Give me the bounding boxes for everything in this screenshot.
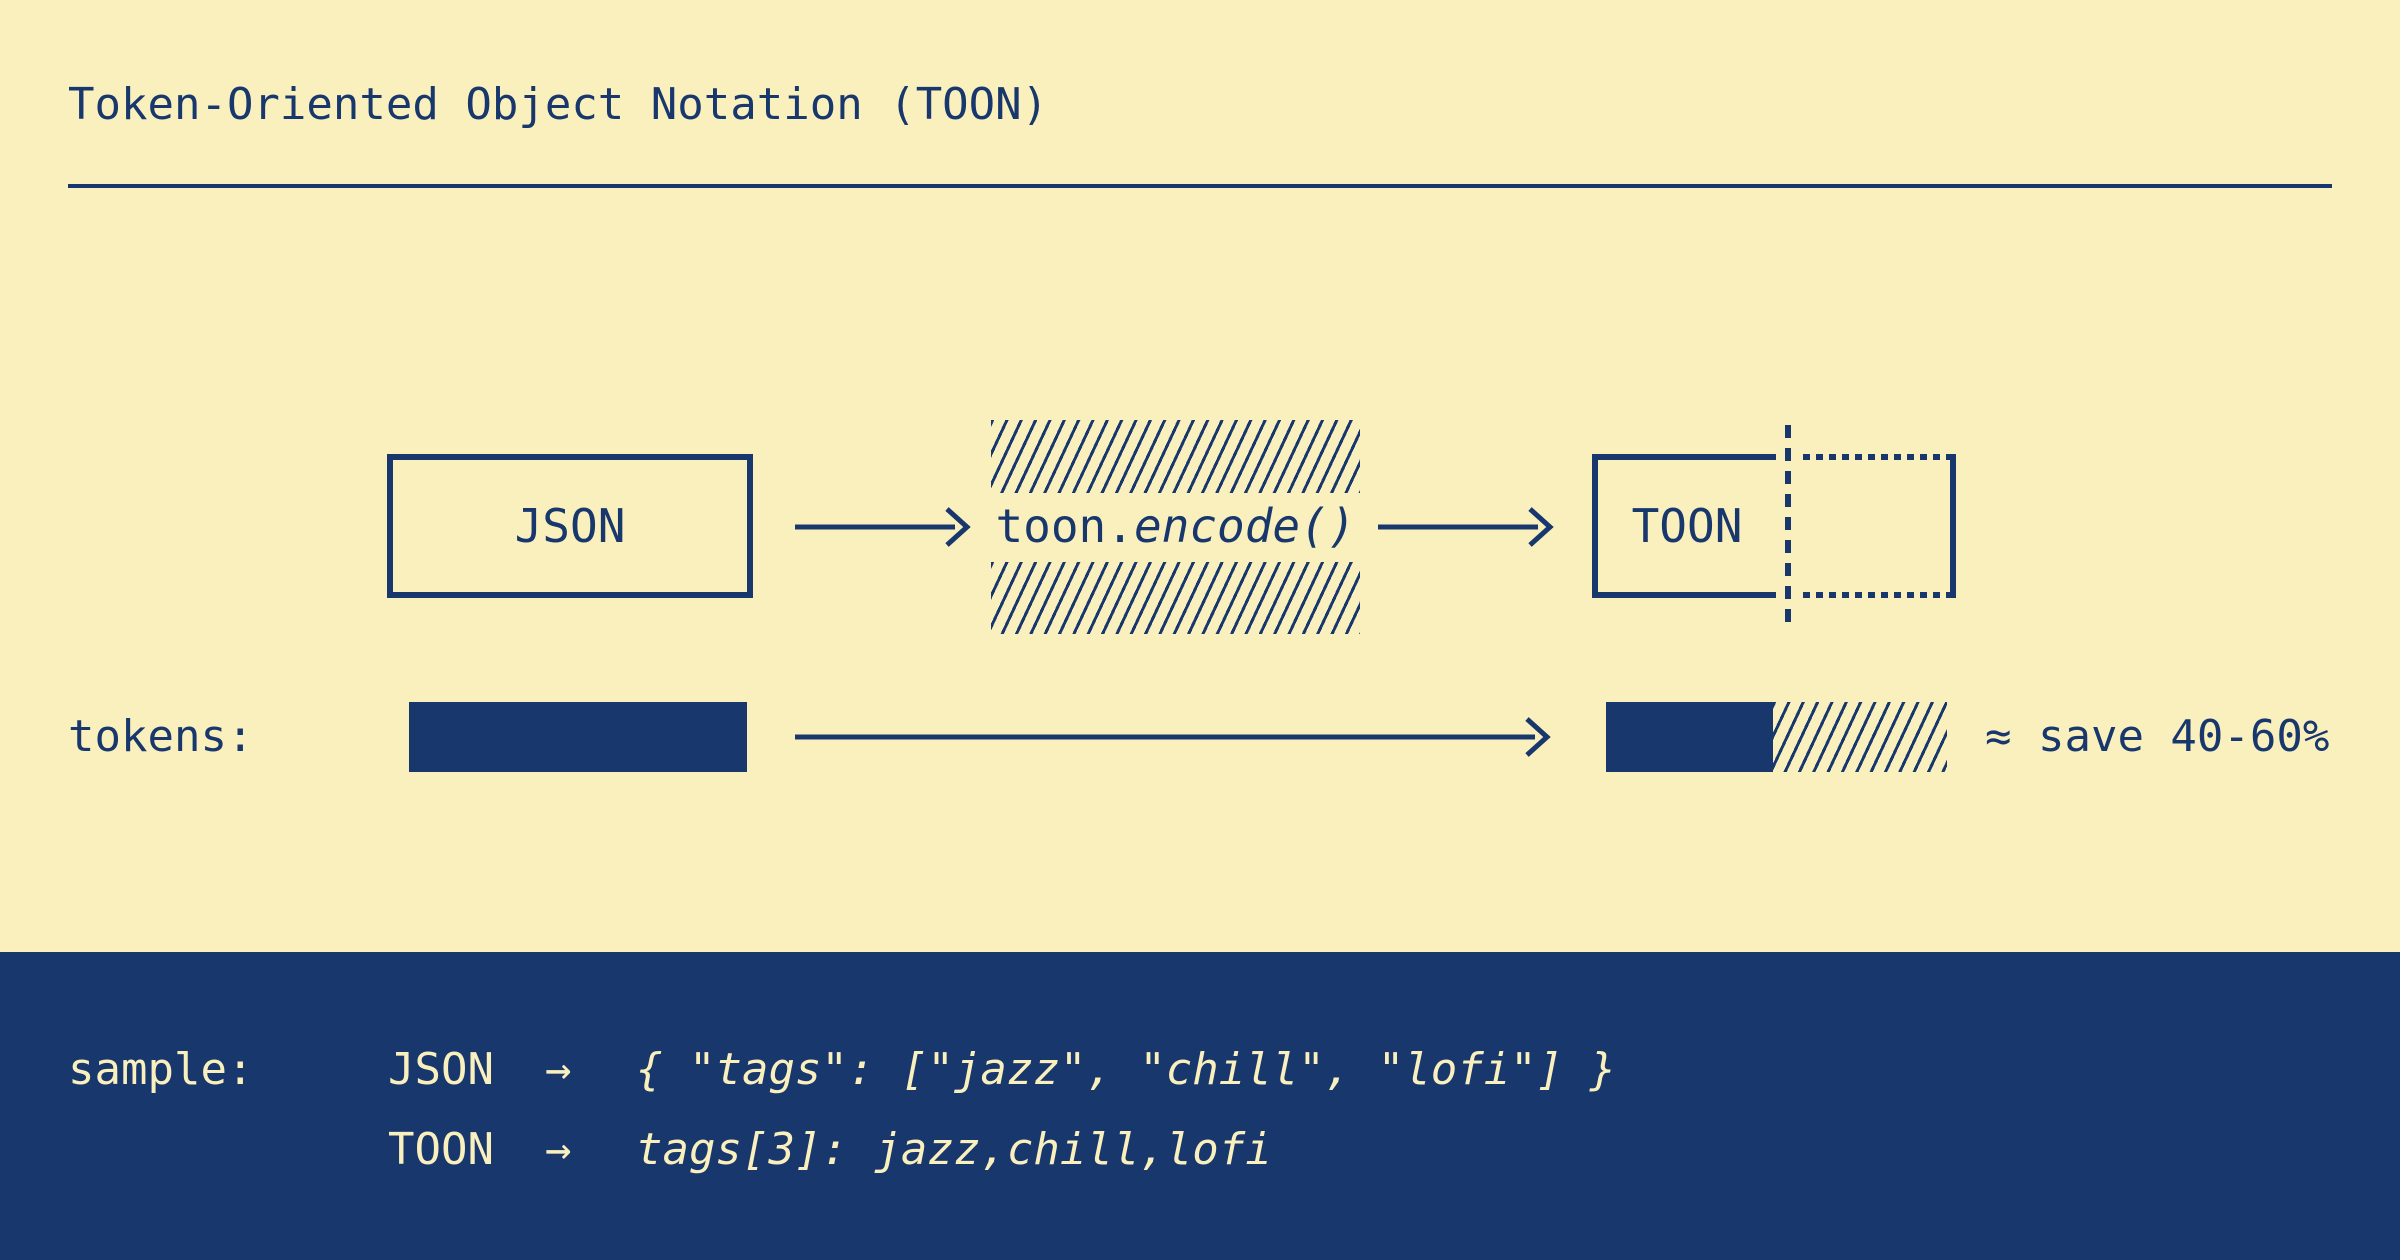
tokens-arrow-icon [795,717,1551,757]
sample-row-code: { "tags": ["jazz", "chill", "lofi"] } [636,1044,1617,1095]
sample-row-code: tags[3]: jazz,chill,lofi [636,1124,1272,1175]
sample-row-format: TOON [388,1124,494,1175]
flow-arrow-icon [795,507,971,547]
encoder-label: toon.encode() [991,498,1360,554]
encoder-label-call: encode() [1133,499,1356,553]
toon-box-label: TOON [1631,499,1743,553]
savings-note: ≈ save 40-60% [1985,711,2330,762]
cut-dashed-line [1785,425,1791,629]
json-box-label: JSON [514,499,626,553]
ghost-box-right-edge [1950,454,1956,598]
sample-band: sample: JSON → { "tags": ["jazz", "chill… [0,952,2400,1260]
encoder-hatch-top [991,420,1360,493]
page-title: Token-Oriented Object Notation (TOON) [68,79,1049,130]
ghost-box-bottom-edge [1803,592,1950,598]
toon-token-bar [1606,702,1773,772]
right-arrow-icon: → [545,1124,572,1175]
right-arrow-icon: → [545,1044,572,1095]
flow-arrow-icon [1378,507,1554,547]
toon-box: TOON [1592,454,1776,598]
ghost-box-top-edge [1803,454,1950,460]
encoder-label-prefix: toon. [995,499,1134,553]
tokens-row-label: tokens: [68,711,254,762]
encoder-hatch-bottom [991,562,1360,634]
title-divider [68,184,2332,188]
sample-row-format: JSON [388,1044,494,1095]
saved-tokens-hatch [1773,702,1947,772]
json-box: JSON [387,454,753,598]
json-token-bar [409,702,747,772]
sample-label: sample: [68,1044,254,1095]
